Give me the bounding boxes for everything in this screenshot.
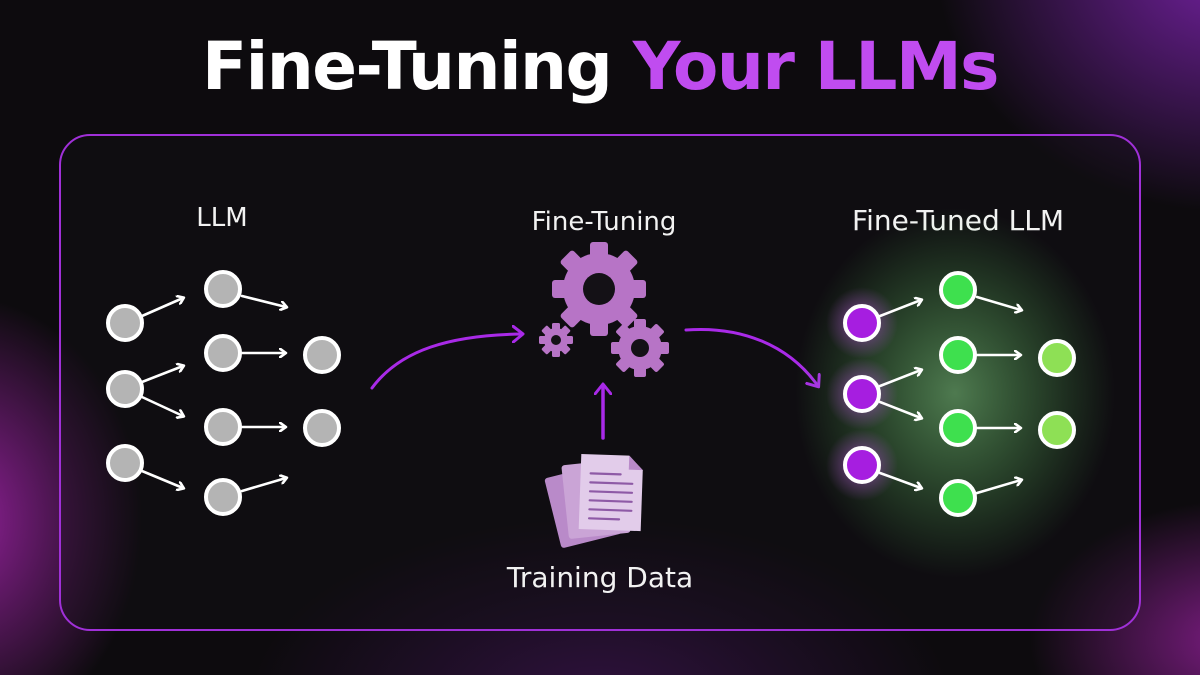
network-node: [843, 304, 881, 342]
fine-tuned-output-nodes: [1038, 339, 1076, 449]
llm-network: [106, 270, 341, 516]
fine-tuned-input-nodes: [843, 304, 881, 484]
network-node: [106, 304, 144, 342]
fine-tuned-network: [795, 208, 1115, 578]
gear-small: [539, 323, 573, 357]
network-arrow: [878, 370, 921, 388]
network-arrow: [240, 294, 286, 307]
network-node: [1038, 411, 1076, 449]
network-node: [106, 370, 144, 408]
fine-tuned-hidden-nodes: [939, 271, 977, 517]
fine-tuned-network-arrows: [878, 295, 1021, 495]
network-arrow: [140, 366, 183, 384]
network-arrow: [878, 300, 921, 318]
network-node: [106, 444, 144, 482]
llm-label: LLM: [196, 203, 247, 233]
llm-network-arrows: [140, 294, 286, 493]
gear-large: [552, 242, 646, 336]
network-arrow: [878, 400, 921, 418]
network-node: [1038, 339, 1076, 377]
network-node: [204, 334, 242, 372]
title-part-2: Your LLMs: [632, 28, 1000, 105]
gears-icon: [539, 242, 669, 377]
network-node: [303, 336, 341, 374]
network-node: [939, 479, 977, 517]
network-node: [204, 478, 242, 516]
network-arrow: [975, 480, 1021, 495]
fine-tuning-label: Fine-Tuning: [532, 207, 677, 237]
network-arrow: [975, 295, 1021, 310]
network-node: [843, 375, 881, 413]
network-node: [843, 446, 881, 484]
llm-network-nodes: [106, 270, 341, 516]
network-arrow: [140, 469, 183, 488]
network-arrow: [140, 298, 183, 318]
network-node: [939, 336, 977, 374]
network-node: [939, 271, 977, 309]
network-arrow: [240, 478, 286, 493]
network-arrow: [878, 471, 921, 488]
network-node: [204, 408, 242, 446]
network-node: [303, 409, 341, 447]
network-node: [204, 270, 242, 308]
documents-icon: [544, 454, 643, 548]
flow-arrow-to-fine-tuning: [370, 334, 522, 390]
network-node: [939, 409, 977, 447]
gear-medium: [611, 319, 669, 377]
network-arrow: [140, 395, 183, 416]
title-part-1: Fine-Tuning: [202, 28, 613, 105]
network-glow: [795, 208, 1115, 578]
training-data-label: Training Data: [506, 561, 693, 594]
page-title: Fine-Tuning Your LLMs: [0, 22, 1200, 112]
